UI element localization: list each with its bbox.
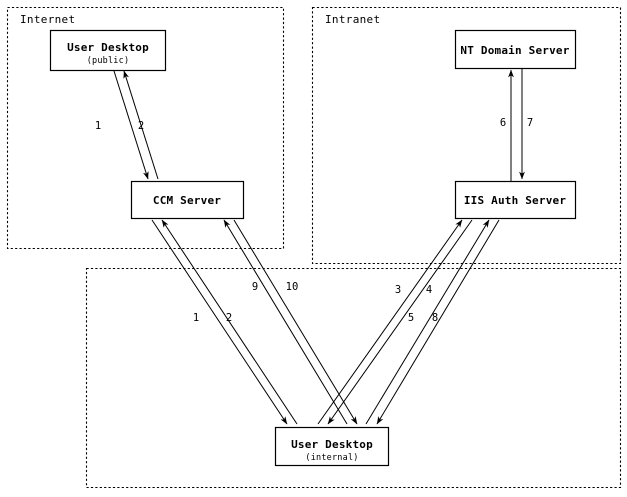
flow-label-step-2-public: 2 bbox=[138, 120, 144, 132]
edge-step-2-internal-to-ccm bbox=[161, 219, 298, 425]
edge-step-3-internal-to-iis bbox=[317, 219, 463, 425]
node-box-user-desktop-public[interactable] bbox=[49, 29, 167, 72]
node-ccm-server[interactable]: CCM Server bbox=[130, 180, 245, 220]
zone-label-internet: Internet bbox=[20, 13, 75, 26]
edge-step-10-ccm-to-internal bbox=[233, 219, 358, 425]
node-box-ccm-server[interactable] bbox=[130, 180, 245, 220]
node-nt-domain-server[interactable]: NT Domain Server bbox=[454, 29, 577, 70]
flow-label-step-2-internal: 2 bbox=[226, 312, 232, 324]
flow-label-step-8: 8 bbox=[432, 312, 438, 324]
flow-label-step-9: 9 bbox=[252, 281, 258, 293]
node-user-desktop-public[interactable]: User Desktop (public) bbox=[49, 29, 167, 72]
node-title-user-desktop-public: User Desktop bbox=[67, 41, 149, 54]
edge-step-2-ccm-to-public bbox=[123, 70, 159, 180]
edge-step-1-public-to-ccm bbox=[113, 70, 149, 180]
zone-internet-boundary bbox=[6, 6, 285, 250]
zone-internal-boundary bbox=[85, 267, 622, 489]
node-subtitle-user-desktop-public: (public) bbox=[87, 56, 130, 66]
node-iis-auth-server[interactable]: IIS Auth Server bbox=[454, 180, 577, 220]
zone-boundaries bbox=[6, 6, 622, 489]
node-user-desktop-internal[interactable]: User Desktop (internal) bbox=[274, 426, 390, 467]
flow-label-step-3: 3 bbox=[395, 284, 401, 296]
flow-label-step-1-internal: 1 bbox=[193, 312, 199, 324]
edge-step-8-iis-to-internal bbox=[376, 219, 500, 425]
flow-step-labels: 1 2 1 2 3 4 5 6 7 8 9 10 bbox=[95, 117, 533, 324]
flow-label-step-5: 5 bbox=[408, 312, 414, 324]
flow-label-step-7: 7 bbox=[527, 117, 533, 129]
flow-label-step-6: 6 bbox=[500, 117, 506, 129]
flow-label-step-4: 4 bbox=[426, 284, 432, 296]
node-title-user-desktop-internal: User Desktop bbox=[291, 438, 373, 451]
flow-label-step-10: 10 bbox=[286, 281, 299, 293]
zone-label-intranet: Intranet bbox=[325, 13, 380, 26]
edge-step-4-iis-to-internal bbox=[327, 219, 473, 425]
node-title-nt-domain-server: NT Domain Server bbox=[460, 44, 569, 57]
edge-step-9-internal-to-ccm bbox=[223, 219, 348, 425]
node-box-iis-auth-server[interactable] bbox=[454, 180, 577, 220]
edge-step-5-internal-to-iis bbox=[365, 219, 490, 425]
node-subtitle-user-desktop-internal: (internal) bbox=[305, 453, 358, 463]
flow-label-step-1-public: 1 bbox=[95, 120, 101, 132]
zone-intranet-boundary bbox=[311, 6, 622, 265]
node-box-user-desktop-internal[interactable] bbox=[274, 426, 390, 467]
node-title-iis-auth-server: IIS Auth Server bbox=[464, 194, 567, 207]
edges bbox=[113, 68, 525, 425]
node-box-nt-domain-server[interactable] bbox=[454, 29, 577, 70]
edge-step-1-ccm-to-internal bbox=[151, 219, 288, 425]
node-title-ccm-server: CCM Server bbox=[153, 194, 221, 207]
